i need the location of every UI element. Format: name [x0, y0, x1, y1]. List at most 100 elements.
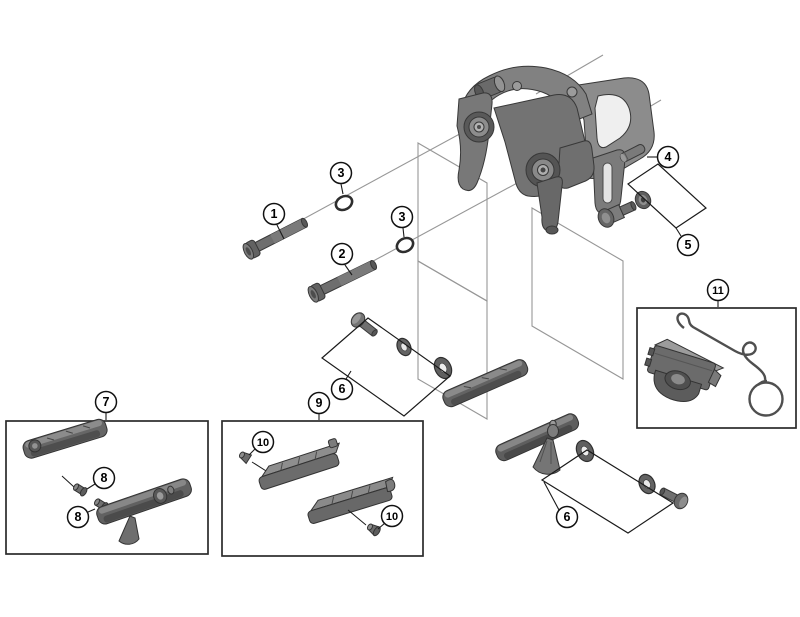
callout-circle	[330, 377, 354, 401]
callout-circle	[94, 390, 118, 414]
callout-leader	[344, 264, 353, 276]
callout-leader	[87, 508, 96, 513]
callout-circle	[66, 505, 90, 529]
callout-circle	[251, 430, 275, 454]
brake-shoe	[22, 418, 108, 459]
barrel-adjuster	[474, 75, 506, 100]
callout-number: 3	[399, 210, 406, 224]
group-box-9	[221, 420, 424, 557]
part-6-bolt	[350, 312, 378, 337]
callout-2: 2	[330, 242, 354, 276]
callout-leader	[86, 483, 96, 490]
shoe-fixing-post	[532, 419, 561, 475]
part-6-bolt	[659, 487, 689, 510]
brake-shoe	[442, 359, 529, 408]
pad-insert	[307, 476, 396, 524]
callout-circle	[390, 205, 414, 229]
group-bracket	[540, 449, 675, 534]
callout-circle	[330, 242, 354, 266]
callout-3b: 3	[390, 205, 414, 238]
bridge-screw	[566, 86, 578, 98]
caliper-front-link	[557, 140, 595, 189]
upper-pivot-boss	[463, 111, 495, 143]
part-3-oring	[334, 194, 354, 212]
part-3-oring	[395, 236, 415, 254]
callout-number: 6	[339, 382, 346, 396]
callouts-layer: 1 2 3 3 4 5 6 6 7 8 8 9 10 10 11	[66, 145, 730, 530]
callout-number: 8	[101, 471, 108, 485]
bridge-screw	[512, 81, 522, 91]
callout-10a: 10	[248, 430, 275, 456]
part-10-screw	[238, 451, 253, 465]
callout-8a: 8	[86, 466, 116, 490]
part-6-washer	[433, 356, 453, 380]
callout-11: 11	[706, 278, 730, 307]
caliper-arm-opening	[594, 94, 632, 149]
callout-circle	[92, 466, 116, 490]
callout-circle	[329, 161, 353, 185]
callout-circle	[262, 202, 286, 226]
part-8-pin	[72, 483, 88, 497]
callout-10b: 10	[377, 504, 404, 530]
part-2-bolt	[307, 259, 378, 303]
reference-plane	[417, 260, 488, 420]
quick-release-wire	[676, 312, 784, 417]
qr-lever-tip	[545, 225, 559, 235]
callout-6a: 6	[330, 370, 354, 401]
callout-circle	[706, 278, 730, 302]
callout-number: 11	[712, 285, 724, 297]
callout-8b: 8	[66, 505, 96, 529]
callout-9: 9	[307, 391, 331, 420]
group-box-7	[5, 420, 209, 555]
callout-1: 1	[262, 202, 286, 240]
bracket-lines-layer	[321, 163, 707, 534]
fan-washer	[118, 515, 140, 545]
callout-number: 6	[564, 510, 571, 524]
brake-shoe	[96, 478, 192, 525]
callout-leader	[402, 227, 405, 238]
callout-number: 10	[257, 437, 269, 449]
callout-leader	[345, 370, 352, 380]
callout-3a: 3	[329, 161, 353, 195]
caliper-slot	[602, 162, 613, 204]
part-1-bolt	[242, 217, 309, 260]
callout-leader	[340, 183, 344, 195]
reference-plane	[531, 207, 624, 380]
part-6-washer	[638, 473, 656, 495]
callout-leader	[248, 448, 256, 456]
group-bracket	[321, 317, 451, 417]
callout-leader	[276, 224, 285, 240]
group-bracket	[627, 163, 707, 229]
callout-circle	[656, 145, 680, 169]
spring-unit-housing	[644, 338, 725, 403]
pin-link-line	[61, 475, 75, 488]
callout-circle	[307, 391, 331, 415]
callout-number: 9	[316, 396, 323, 410]
part-5-bolt	[597, 201, 637, 228]
callout-4: 4	[647, 145, 680, 169]
part-4-pin	[619, 144, 646, 163]
part-6-washer	[396, 337, 412, 357]
callout-number: 7	[103, 395, 110, 409]
box9-contents	[238, 438, 396, 537]
callout-7: 7	[94, 390, 118, 420]
caliper-body	[456, 65, 655, 235]
callout-number: 5	[685, 238, 692, 252]
callout-circle	[380, 504, 404, 528]
group-box-11	[636, 307, 797, 429]
callout-number: 2	[339, 247, 346, 261]
callout-number: 1	[271, 207, 278, 221]
callout-number: 8	[75, 510, 82, 524]
callout-number: 10	[386, 511, 398, 523]
part-10-screw	[366, 523, 381, 537]
callout-circle	[676, 233, 700, 257]
brake-shoe	[495, 413, 580, 462]
callout-leader	[377, 522, 386, 530]
callout-leader	[543, 481, 560, 511]
screw-link-line	[347, 509, 367, 526]
fan-washer	[532, 437, 561, 475]
callout-number: 3	[338, 166, 345, 180]
callout-5: 5	[675, 227, 700, 257]
